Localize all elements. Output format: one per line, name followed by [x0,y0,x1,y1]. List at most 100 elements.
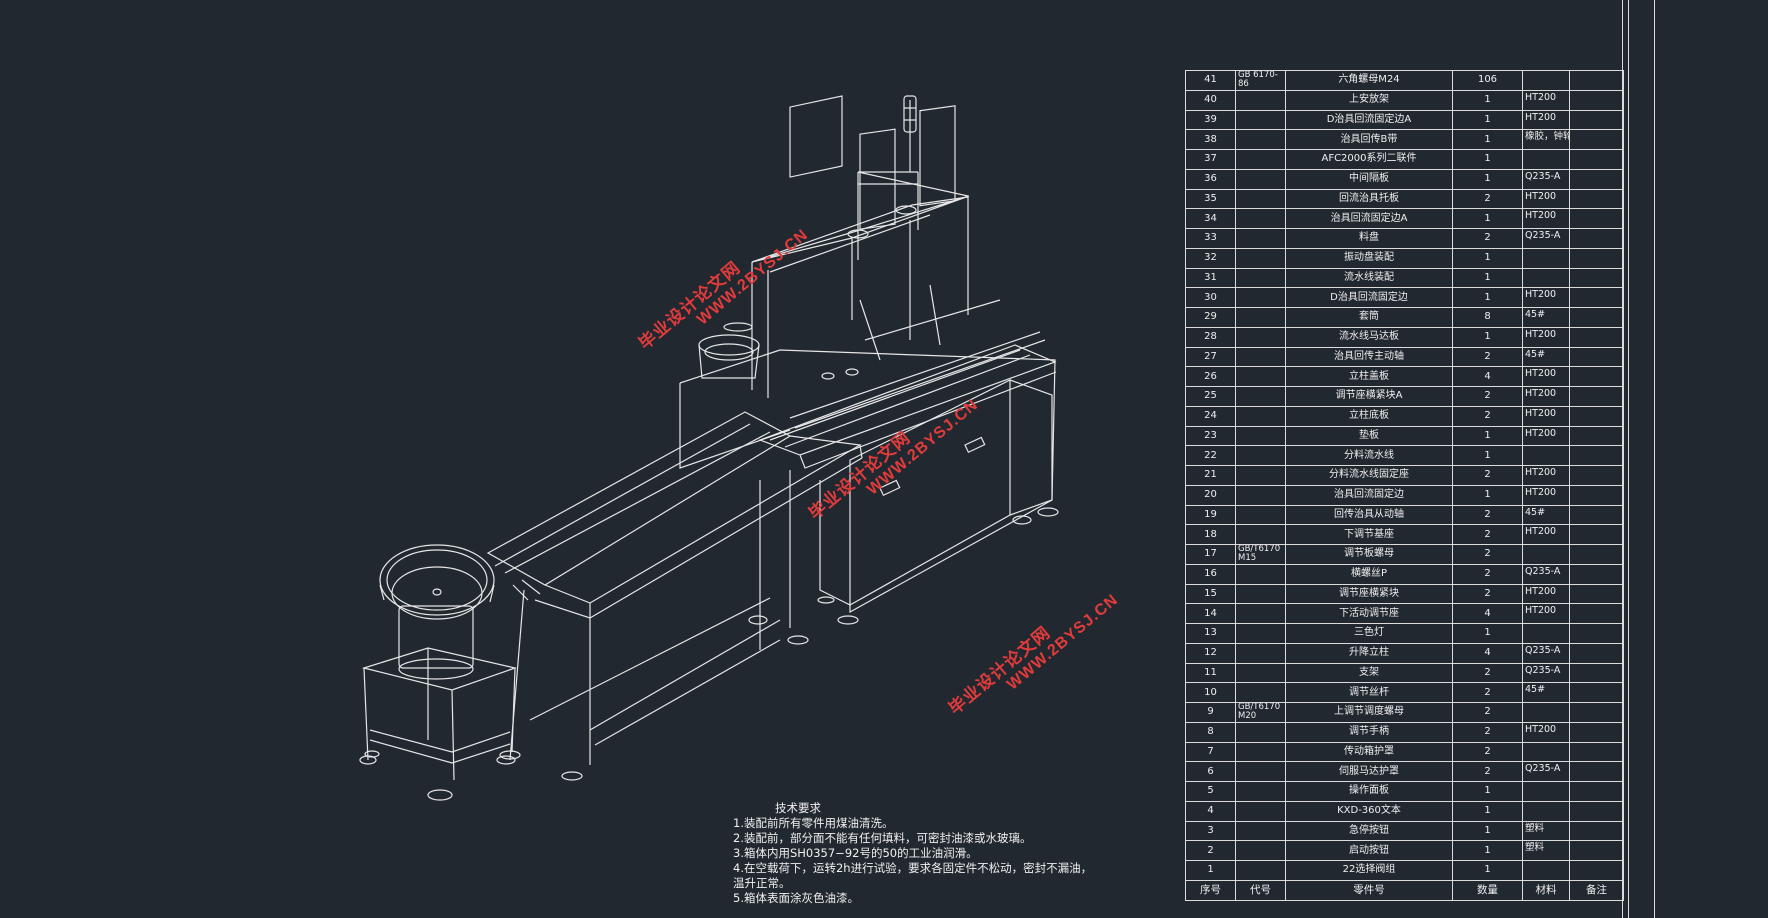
bom-cell: 振动盘装配 [1285,247,1453,269]
bom-cell: 回流治具托板 [1285,188,1453,210]
bom-cell [1522,267,1570,289]
bom-cell [1569,820,1624,842]
bom-cell: 2 [1452,188,1523,210]
bom-cell [1569,781,1624,802]
title-block-border [1622,0,1623,918]
bom-cell: 回传治具从动轴 [1285,504,1453,526]
bom-cell: 2 [1452,504,1523,526]
bom-cell: 2 [1452,346,1523,368]
bom-cell: 2 [1452,721,1523,743]
bom-cell: 1 [1452,168,1523,190]
bom-cell: 5 [1185,781,1236,802]
bom-cell [1235,366,1286,387]
bom-cell [1235,642,1286,664]
bom-cell: 治具回传B带 [1285,129,1453,150]
bom-cell: 1 [1452,89,1523,111]
bom-cell [1235,800,1286,822]
bom-cell: 1 [1452,425,1523,447]
bom-cell: 15 [1185,583,1236,605]
bom-cell: 20 [1185,484,1236,506]
bom-cell [1235,504,1286,526]
bom-cell [1569,603,1624,624]
bom-cell: 21 [1185,465,1236,486]
bom-cell [1569,267,1624,289]
bom-cell: 1 [1452,129,1523,150]
bom-header-cell: 数量 [1452,879,1523,901]
bom-cell [1235,781,1286,802]
bom-cell: 22选择阀组 [1285,860,1453,881]
bom-cell: 14 [1185,603,1236,624]
bom-cell [1569,642,1624,664]
requirement-line: 1.装配前所有零件用煤油清洗。 [733,816,894,830]
bom-cell: 19 [1185,504,1236,526]
bom-cell [1569,287,1624,308]
bom-cell [1235,208,1286,229]
bom-cell: 4 [1452,366,1523,387]
bom-cell: 2 [1452,386,1523,407]
bom-cell: Q235-A [1522,662,1570,684]
bom-cell: 9 [1185,702,1236,723]
bom-cell: 24 [1185,405,1236,427]
bom-cell: 10 [1185,682,1236,703]
bom-cell: 橡胶，钟轮 [1522,129,1570,150]
bom-cell [1569,366,1624,387]
bom-cell: 调节丝杆 [1285,682,1453,703]
bom-cell: 料盘 [1285,228,1453,249]
bom-cell: 1 [1452,623,1523,644]
bom-cell: 33 [1185,228,1236,249]
technical-requirements: 技术要求 1.装配前所有零件用煤油清洗。 2.装配前，部分面不能有任何填料，可密… [733,801,1092,906]
bom-cell: 2 [1452,682,1523,703]
bom-cell: 1 [1452,445,1523,466]
bom-cell: HT200 [1522,188,1570,210]
bom-cell [1569,662,1624,684]
bom-cell: 8 [1185,721,1236,743]
bom-cell: 106 [1452,70,1523,91]
bom-cell [1522,70,1570,91]
bom-cell: HT200 [1522,366,1570,387]
bom-cell: GB/T6170 M15 [1235,544,1286,565]
bom-cell: 1 [1452,820,1523,842]
bom-cell: 2 [1452,405,1523,427]
bom-cell: 2 [1452,702,1523,723]
bom-cell: HT200 [1522,425,1570,447]
bom-cell: 三色灯 [1285,623,1453,644]
bom-cell [1235,484,1286,506]
bom-cell: 1 [1452,840,1523,861]
bom-cell [1569,346,1624,368]
bom-cell [1569,860,1624,881]
bom-cell [1235,721,1286,743]
bom-cell [1522,741,1570,763]
bom-cell: 1 [1452,326,1523,348]
bom-cell [1235,820,1286,842]
bom-cell [1235,228,1286,249]
requirement-line: 温升正常。 [733,876,791,890]
requirement-line: 3.箱体内用SH0357−92号的50的工业油润滑。 [733,846,978,860]
drawing-frame-border [1654,0,1655,918]
bom-cell: HT200 [1522,583,1570,605]
bom-cell [1235,326,1286,348]
bom-cell [1569,800,1624,822]
bom-cell: 下调节基座 [1285,524,1453,545]
bom-cell: 立柱盖板 [1285,366,1453,387]
bom-cell [1522,860,1570,881]
bom-cell [1235,89,1286,111]
requirement-line: 2.装配前，部分面不能有任何填料，可密封油漆或水玻璃。 [733,831,1032,845]
bom-cell: HT200 [1522,287,1570,308]
bom-cell: 2 [1452,544,1523,565]
bom-cell [1522,544,1570,565]
bom-cell [1569,682,1624,703]
bom-cell [1569,741,1624,763]
bom-cell: D治具回流固定边A [1285,109,1453,131]
